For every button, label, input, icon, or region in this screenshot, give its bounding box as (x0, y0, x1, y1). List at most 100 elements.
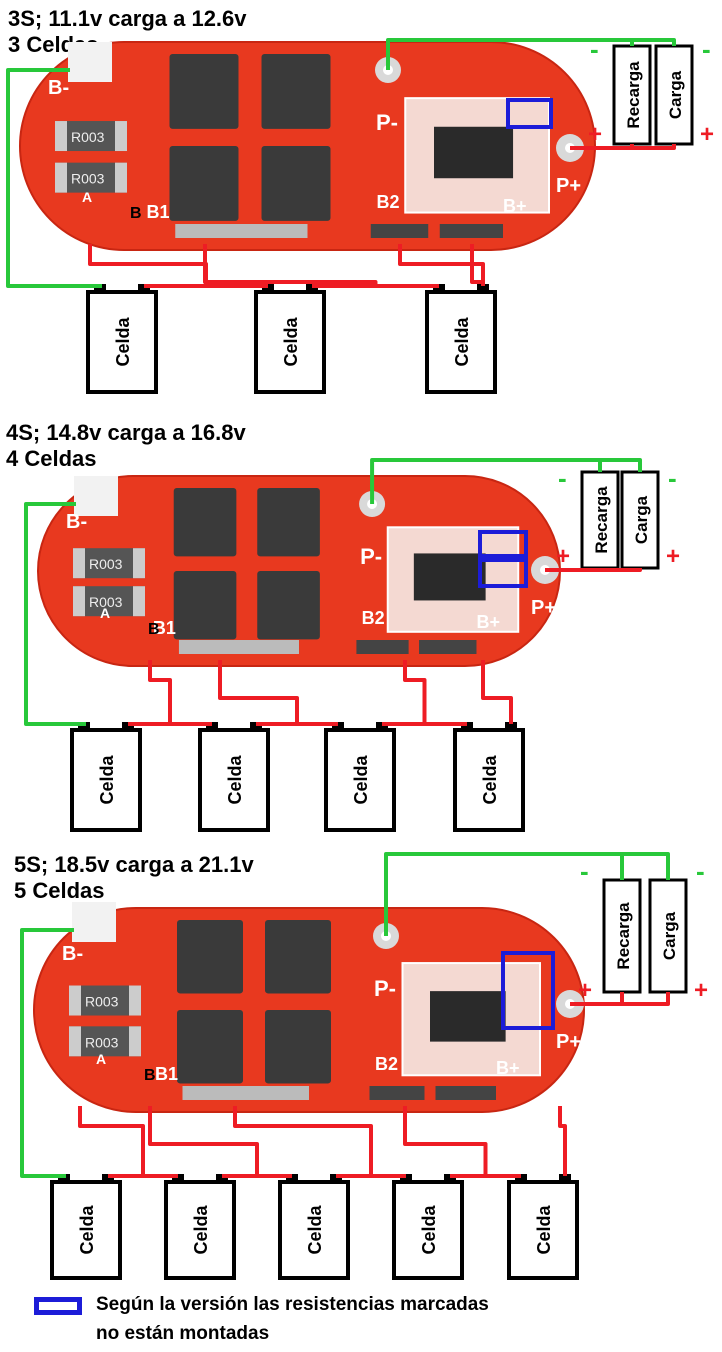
cell-label: Celda (113, 317, 133, 367)
shunt-resistor-label: R003 (71, 171, 105, 187)
cell-terminal (330, 1174, 342, 1184)
mosfet (257, 571, 320, 640)
shunt-resistor-label: R003 (85, 1034, 119, 1050)
shunt-resistor-cap (133, 586, 145, 617)
balance-wire (470, 244, 485, 286)
cell-label: Celda (419, 1205, 439, 1255)
a-label: A (96, 1051, 106, 1067)
shunt-resistor-cap (129, 985, 141, 1016)
cell-terminal (433, 284, 445, 294)
cell-terminal (138, 284, 150, 294)
bminus-label: B- (62, 943, 83, 965)
cell-terminal (216, 1174, 228, 1184)
shunt-resistor-label: R003 (85, 994, 119, 1010)
pplus-label: P+ (556, 175, 581, 197)
cell-box (425, 290, 497, 394)
cell-terminal (400, 1174, 412, 1184)
cell-terminal (250, 722, 262, 732)
minus-sign: - (580, 856, 589, 886)
cell-terminal (332, 722, 344, 732)
balance-wire (481, 660, 513, 724)
mosfet (173, 571, 237, 640)
cell-box (254, 290, 326, 394)
b1-label: B1 (155, 1064, 178, 1084)
balance-pad (175, 224, 308, 238)
marked-resistor-box (478, 558, 528, 588)
recarga-box (612, 44, 652, 146)
minus-sign: - (696, 856, 705, 886)
mosfet (169, 54, 239, 129)
carga-label: Carga (632, 495, 651, 544)
balance-wire (78, 1106, 145, 1176)
marked-resistor-box (478, 530, 528, 558)
balance-wire (148, 660, 172, 724)
mosfet (173, 488, 237, 557)
shunt-resistor-label: R003 (89, 556, 123, 572)
pplus-wire (545, 568, 642, 572)
cell-terminal (559, 1174, 571, 1184)
shunt-resistor-cap (55, 121, 67, 152)
balance-wire (233, 1106, 373, 1176)
balance-wire (203, 244, 378, 286)
cell-label: Celda (534, 1205, 554, 1255)
cell-terminal (172, 1174, 184, 1184)
shunt-resistor-cap (73, 548, 85, 579)
b-label: B (144, 1067, 156, 1084)
cell-box (164, 1180, 236, 1280)
pminus-label: P- (360, 544, 382, 569)
b2-label: B2 (362, 608, 385, 628)
cell-terminal (444, 1174, 456, 1184)
balance-pad (370, 224, 429, 238)
pplus-wire (570, 144, 676, 150)
plus-sign: + (694, 977, 708, 1004)
minus-sign: - (558, 463, 567, 493)
marked-resistor-box (506, 98, 553, 129)
balance-wire (218, 660, 299, 724)
balance-pad (419, 640, 477, 654)
carga-label: Carga (666, 70, 685, 119)
pminus-label: P- (376, 110, 398, 135)
b2-label: B2 (375, 1054, 398, 1074)
pplus-label: P+ (531, 597, 556, 619)
cell-terminal (94, 284, 106, 294)
b-label: B (148, 621, 160, 638)
pplus-label: P+ (556, 1031, 581, 1053)
cell-label: Celda (97, 755, 117, 805)
carga-label: Carga (660, 911, 679, 960)
cell-box (507, 1180, 579, 1280)
recarga-label: Recarga (614, 902, 633, 970)
cell-box (278, 1180, 350, 1280)
section-4s-title-line2: 4 Celdas (6, 446, 97, 471)
cell-terminal (376, 722, 388, 732)
cell-terminal (206, 722, 218, 732)
cell-box (86, 290, 158, 394)
mosfet (177, 1010, 243, 1084)
cell-terminal (477, 284, 489, 294)
mosfet (177, 920, 243, 994)
mosfet (257, 488, 320, 557)
bplus-label: B+ (476, 612, 500, 632)
bplus-label: B+ (496, 1058, 520, 1078)
mosfet (261, 146, 331, 221)
balance-pad (178, 640, 299, 654)
cell-terminal (515, 1174, 527, 1184)
bminus-pad (74, 476, 118, 516)
shunt-resistor-cap (115, 121, 127, 152)
mosfet (261, 54, 331, 129)
balance-pad (356, 640, 409, 654)
cell-box (453, 728, 525, 832)
protection-ic (413, 553, 486, 601)
protection-ic (430, 991, 506, 1042)
shunt-resistor-cap (129, 1026, 141, 1057)
plus-sign: + (588, 121, 602, 148)
cell-label: Celda (225, 755, 245, 805)
balance-wire (398, 244, 485, 286)
cell-box (324, 728, 396, 832)
b1-label: B1 (147, 202, 170, 222)
recarga-label: Recarga (624, 61, 643, 129)
section-4s-title: 4S; 14.8v carga a 16.8v 4 Celdas (6, 420, 246, 472)
recarga-label: Recarga (592, 486, 611, 554)
legend-text-line2: no están montadas (96, 1323, 270, 1344)
